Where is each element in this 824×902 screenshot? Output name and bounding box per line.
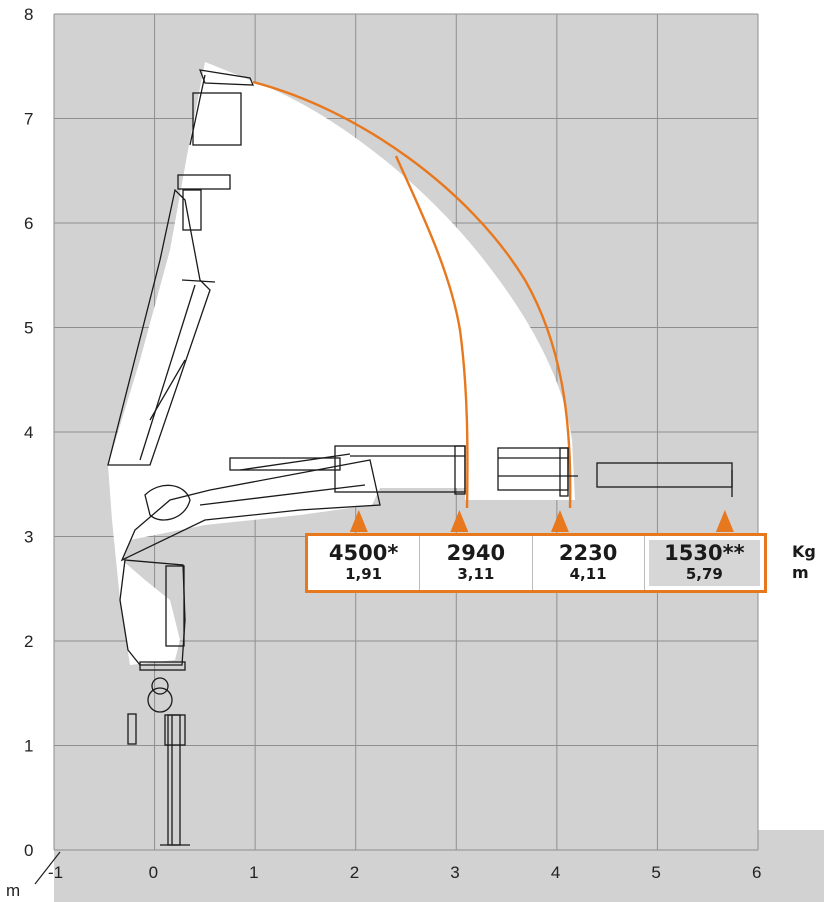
- capacity-reach: 1,91: [345, 565, 383, 583]
- capacity-cell: 2230 4,11: [533, 536, 645, 590]
- x-tick-label: 3: [450, 863, 459, 882]
- capacity-cell-highlighted: 1530** 5,79: [648, 540, 760, 586]
- y-tick-label: 7: [24, 110, 33, 129]
- lower-right-background: [54, 830, 824, 902]
- y-tick-label: 3: [24, 528, 33, 547]
- y-tick-label: 1: [24, 737, 33, 756]
- capacity-cell: 4500* 1,91: [308, 536, 421, 590]
- unit-label: m: [6, 881, 20, 900]
- y-tick-label: 8: [24, 5, 33, 24]
- units-reach-label: m: [792, 563, 809, 582]
- inner-reach-curve: [394, 155, 469, 509]
- origin-diagonal: [34, 851, 61, 885]
- x-tick-label: 6: [752, 863, 761, 882]
- capacity-cell: 2940 3,11: [420, 536, 533, 590]
- x-tick-label: 0: [149, 863, 158, 882]
- y-tick-label: 0: [24, 841, 33, 860]
- crane-outline: [107, 69, 733, 846]
- axis-labels: -1 0 1 2 3 4 5 6 0 1 2 3 4 5 6 7 8: [24, 5, 761, 882]
- x-tick-label: 2: [350, 863, 359, 882]
- capacity-load: 2940: [446, 541, 506, 565]
- y-tick-label: 5: [24, 319, 33, 338]
- capacity-marker-triangle: [550, 510, 569, 532]
- x-tick-label: 5: [651, 863, 660, 882]
- x-tick-label: -1: [48, 863, 63, 882]
- capacity-marker-triangle: [349, 510, 368, 532]
- capacity-marker-triangle: [450, 510, 469, 532]
- capacity-reach: 3,11: [457, 565, 495, 583]
- capacity-load: 4500*: [328, 541, 399, 565]
- capacity-markers: [349, 510, 734, 532]
- capacity-reach: 5,79: [685, 565, 723, 583]
- y-tick-label: 4: [24, 423, 33, 442]
- x-tick-label: 4: [551, 863, 560, 882]
- capacity-load: 1530**: [664, 541, 745, 565]
- working-envelope: [108, 62, 575, 665]
- capacity-table: 4500* 1,91 2940 3,11 2230 4,11 1530** 5,…: [305, 533, 767, 593]
- y-tick-label: 2: [24, 632, 33, 651]
- capacity-load: 2230: [558, 541, 618, 565]
- y-tick-label: 6: [24, 214, 33, 233]
- capacity-reach: 4,11: [569, 565, 607, 583]
- capacity-units: Kg m: [792, 541, 816, 583]
- x-tick-label: 1: [249, 863, 258, 882]
- units-load-label: Kg: [792, 542, 816, 561]
- capacity-marker-triangle: [715, 510, 734, 532]
- outer-reach-curve: [252, 80, 572, 509]
